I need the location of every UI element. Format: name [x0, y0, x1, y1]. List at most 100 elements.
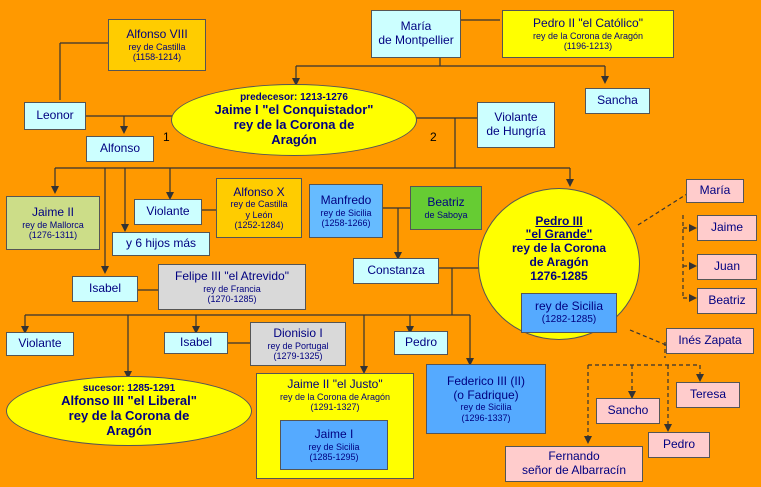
leonor-box: Leonor	[24, 102, 86, 130]
dionisio-i-name: Dionisio I	[273, 325, 323, 340]
alfonso-viii-box: Alfonso VIII rey de Castilla (1158-1214)	[108, 19, 206, 71]
pedro-ii-box: Pedro II "el Católico" rey de la Corona …	[502, 10, 674, 58]
pedro-iii-sicilia-years: (1282-1285)	[541, 314, 597, 326]
jaime-i-title2: Aragón	[271, 132, 317, 148]
maria-name: María	[699, 183, 731, 198]
pedro-iii-years: 1276-1285	[530, 268, 588, 283]
violante-box: Violante	[134, 199, 202, 225]
federico-iii-title: rey de Sicilia	[460, 402, 512, 413]
jaime-name: Jaime	[710, 220, 743, 235]
maria-box: María	[686, 179, 744, 203]
federico-iii-name2: (o Fadrique)	[453, 387, 519, 402]
pedro-iii-title: rey de la Corona	[511, 241, 607, 256]
alfonso-x-title2: y León	[245, 209, 273, 220]
jaime-ii-justo-years: (1291-1327)	[310, 402, 360, 413]
pedro-name: Pedro	[404, 335, 438, 350]
alfonso-iii-title: rey de la Corona de	[68, 408, 190, 424]
felipe-iii-title: rey de Francia	[203, 283, 261, 294]
teresa-box: Teresa	[676, 382, 740, 408]
beatriz-box: Beatriz	[697, 288, 757, 314]
alfonso-x-name: Alfonso X	[233, 184, 285, 199]
sancho-name: Sancho	[607, 403, 649, 418]
pedro-iii-name2: "el Grande"	[525, 227, 593, 242]
dionisio-i-years: (1279-1325)	[273, 350, 323, 361]
federico-iii-box: Federico III (II) (o Fadrique) rey de Si…	[426, 364, 546, 434]
violante-hungria-box: Violante de Hungría	[477, 102, 555, 148]
constanza-box: Constanza	[353, 258, 439, 284]
sancha-name: Sancha	[597, 93, 638, 108]
juan-name: Juan	[713, 259, 741, 274]
jaime-i-ellipse: predecesor: 1213-1276 Jaime I "el Conqui…	[171, 84, 417, 156]
manfredo-name: Manfredo	[320, 192, 372, 207]
jaime-ii-mallorca-years: (1276-1311)	[28, 229, 78, 240]
maria-montpellier-box: María de Montpellier	[371, 10, 461, 58]
dionisio-i-title: rey de Portugal	[267, 340, 329, 351]
jaime-ii-mallorca-box: Jaime II rey de Mallorca (1276-1311)	[6, 196, 100, 250]
beatriz-saboya-box: Beatriz de Saboya	[410, 186, 482, 230]
pedro-2-name: Pedro	[662, 437, 696, 452]
jaime-i-name: Jaime I "el Conquistador"	[214, 102, 374, 118]
jaime-ii-justo-name: Jaime II "el Justo"	[287, 377, 383, 391]
felipe-iii-box: Felipe III "el Atrevido" rey de Francia …	[158, 264, 306, 310]
hijos-name: y 6 hijos más	[125, 236, 197, 251]
ines-zapata-box: Inés Zapata	[666, 328, 754, 354]
jaime-ii-sicilia-box: Jaime I rey de Sicilia (1285-1295)	[280, 420, 388, 470]
beatriz-saboya-title: de Saboya	[424, 209, 468, 220]
isabel-name: Isabel	[88, 281, 122, 296]
alfonso-x-title: rey de Castilla	[230, 199, 288, 210]
fernando-box: Fernando señor de Albarracín	[505, 446, 643, 482]
dionisio-i-box: Dionisio I rey de Portugal (1279-1325)	[250, 322, 346, 366]
pedro-iii-title2: de Aragón	[529, 254, 589, 269]
marker-2: 2	[430, 130, 437, 144]
jaime-i-title: rey de la Corona de	[233, 117, 355, 133]
pedro-iii-sicilia-box: rey de Sicilia (1282-1285)	[521, 293, 617, 333]
jaime-i-pre: predecesor: 1213-1276	[240, 91, 348, 103]
felipe-iii-name: Felipe III "el Atrevido"	[175, 268, 289, 283]
hijos-box: y 6 hijos más	[112, 232, 210, 256]
beatriz-saboya-name: Beatriz	[427, 194, 465, 209]
pedro-ii-name: Pedro II "el Católico"	[533, 15, 643, 30]
alfonso-viii-years: (1158-1214)	[132, 51, 182, 62]
federico-iii-years: (1296-1337)	[461, 412, 511, 423]
jaime-ii-sicilia-years: (1285-1295)	[309, 451, 359, 462]
pedro-ii-title: rey de la Corona de Aragón	[532, 30, 644, 41]
alfonso-x-box: Alfonso X rey de Castilla y León (1252-1…	[216, 178, 302, 238]
juan-box: Juan	[697, 254, 757, 280]
alfonso-name: Alfonso	[99, 141, 141, 156]
leonor-name: Leonor	[36, 108, 74, 123]
violante-hungria-name2: de Hungría	[486, 124, 546, 138]
fernando-name2: señor de Albarracín	[521, 463, 627, 477]
beatriz-name: Beatriz	[708, 293, 746, 308]
alfonso-iii-name: Alfonso III "el Liberal"	[61, 393, 197, 409]
isabel-2-name: Isabel	[179, 335, 213, 350]
violante-2-box: Violante	[6, 332, 74, 356]
alfonso-viii-name: Alfonso VIII	[126, 26, 188, 41]
felipe-iii-years: (1270-1285)	[207, 293, 257, 304]
pedro-ii-years: (1196-1213)	[563, 40, 613, 51]
marker-1: 1	[163, 130, 170, 144]
alfonso-iii-ellipse: sucesor: 1285-1291 Alfonso III "el Liber…	[6, 376, 252, 446]
jaime-box: Jaime	[697, 215, 757, 241]
pedro-2-box: Pedro	[648, 432, 710, 458]
manfredo-years: (1258-1266)	[321, 217, 371, 228]
isabel-box: Isabel	[72, 276, 138, 302]
constanza-name: Constanza	[367, 263, 425, 278]
jaime-ii-sicilia-name: Jaime I	[314, 426, 354, 441]
maria-montpellier-name: María	[400, 19, 432, 34]
jaime-ii-mallorca-title: rey de Mallorca	[22, 219, 84, 230]
ines-zapata-name: Inés Zapata	[678, 333, 742, 348]
violante-2-name: Violante	[18, 336, 62, 351]
jaime-ii-mallorca-name: Jaime II	[31, 204, 74, 219]
alfonso-x-years: (1252-1284)	[234, 220, 284, 231]
violante-name: Violante	[146, 204, 190, 219]
fernando-name: Fernando	[548, 449, 600, 464]
manfredo-title: rey de Sicilia	[320, 207, 372, 218]
pedro-iii-sicilia-title: rey de Sicilia	[534, 299, 604, 314]
alfonso-viii-title: rey de Castilla	[128, 41, 186, 52]
federico-iii-name: Federico III (II)	[446, 373, 526, 388]
jaime-ii-justo-title: rey de la Corona de Aragón	[279, 391, 391, 402]
maria-montpellier-name2: de Montpellier	[378, 33, 454, 47]
violante-hungria-name: Violante	[494, 110, 538, 125]
alfonso-iii-title2: Aragón	[106, 423, 152, 439]
